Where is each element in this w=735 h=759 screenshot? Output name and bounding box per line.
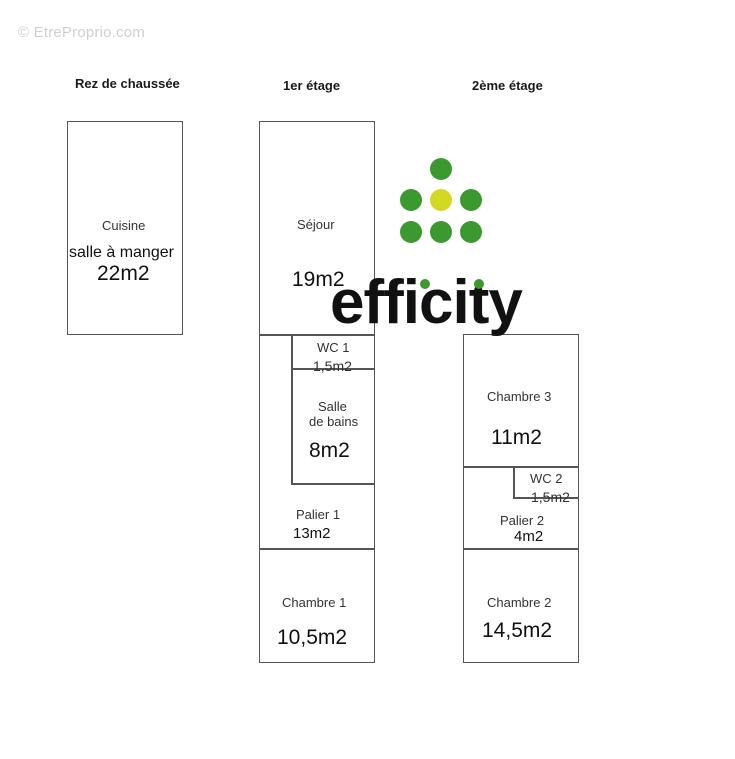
watermark-text: © EtreProprio.com	[18, 24, 145, 41]
divider-chambre1	[259, 548, 375, 550]
room-cuisine	[67, 121, 183, 335]
room-sejour-area: 19m2	[292, 268, 345, 291]
room-palier1-area: 13m2	[293, 525, 331, 542]
logo-dot	[400, 189, 422, 211]
room-sejour-label: Séjour	[297, 217, 335, 232]
logo-dot	[430, 158, 452, 180]
room-chambre2-area: 14,5m2	[482, 619, 553, 642]
room-chambre3-label: Chambre 3	[487, 389, 552, 404]
divider-wc1	[291, 368, 375, 370]
divider-chambre2	[463, 548, 579, 550]
divider-wc2-left	[513, 466, 515, 498]
room-cuisine-area: 22m2	[97, 262, 150, 285]
floor-first-outline	[259, 121, 375, 663]
room-wc2-area: 1,5m2	[531, 489, 570, 505]
room-sdb-label-1: Salle	[318, 399, 347, 414]
room-cuisine-label: Cuisine	[102, 218, 146, 233]
logo-dot	[430, 221, 452, 243]
room-sdb-label-2: de bains	[309, 414, 359, 429]
floor-title-first: 1er étage	[283, 78, 341, 93]
room-wc1-label: WC 1	[317, 340, 350, 355]
divider-sdb-left	[291, 334, 293, 484]
logo-dot	[400, 221, 422, 243]
room-chambre1-area: 10,5m2	[277, 626, 348, 649]
floor-title-second: 2ème étage	[472, 78, 543, 93]
divider-sdb-bottom	[291, 483, 375, 485]
divider-sejour	[259, 334, 375, 336]
floor-second-outline	[463, 334, 579, 663]
divider-chambre3	[463, 466, 579, 468]
logo-i-dot	[474, 279, 484, 289]
logo-dot	[460, 221, 482, 243]
logo-i-dot	[420, 279, 430, 289]
room-palier2-area: 4m2	[514, 528, 544, 545]
room-palier2-label: Palier 2	[500, 513, 545, 528]
floor-title-ground: Rez de chaussée	[75, 76, 180, 91]
room-sdb-area: 8m2	[309, 439, 350, 462]
room-chambre1-label: Chambre 1	[282, 595, 347, 610]
logo-dot	[460, 189, 482, 211]
room-wc2-label: WC 2	[530, 471, 563, 486]
divider-wc2-bottom	[513, 497, 579, 499]
room-palier1-label: Palier 1	[296, 507, 341, 522]
room-chambre3-area: 11m2	[491, 426, 542, 449]
room-wc1-area: 1,5m2	[313, 358, 352, 374]
room-chambre2-label: Chambre 2	[487, 595, 552, 610]
room-cuisine-sublabel: salle à manger	[69, 244, 174, 261]
logo-dot-center	[430, 189, 452, 211]
